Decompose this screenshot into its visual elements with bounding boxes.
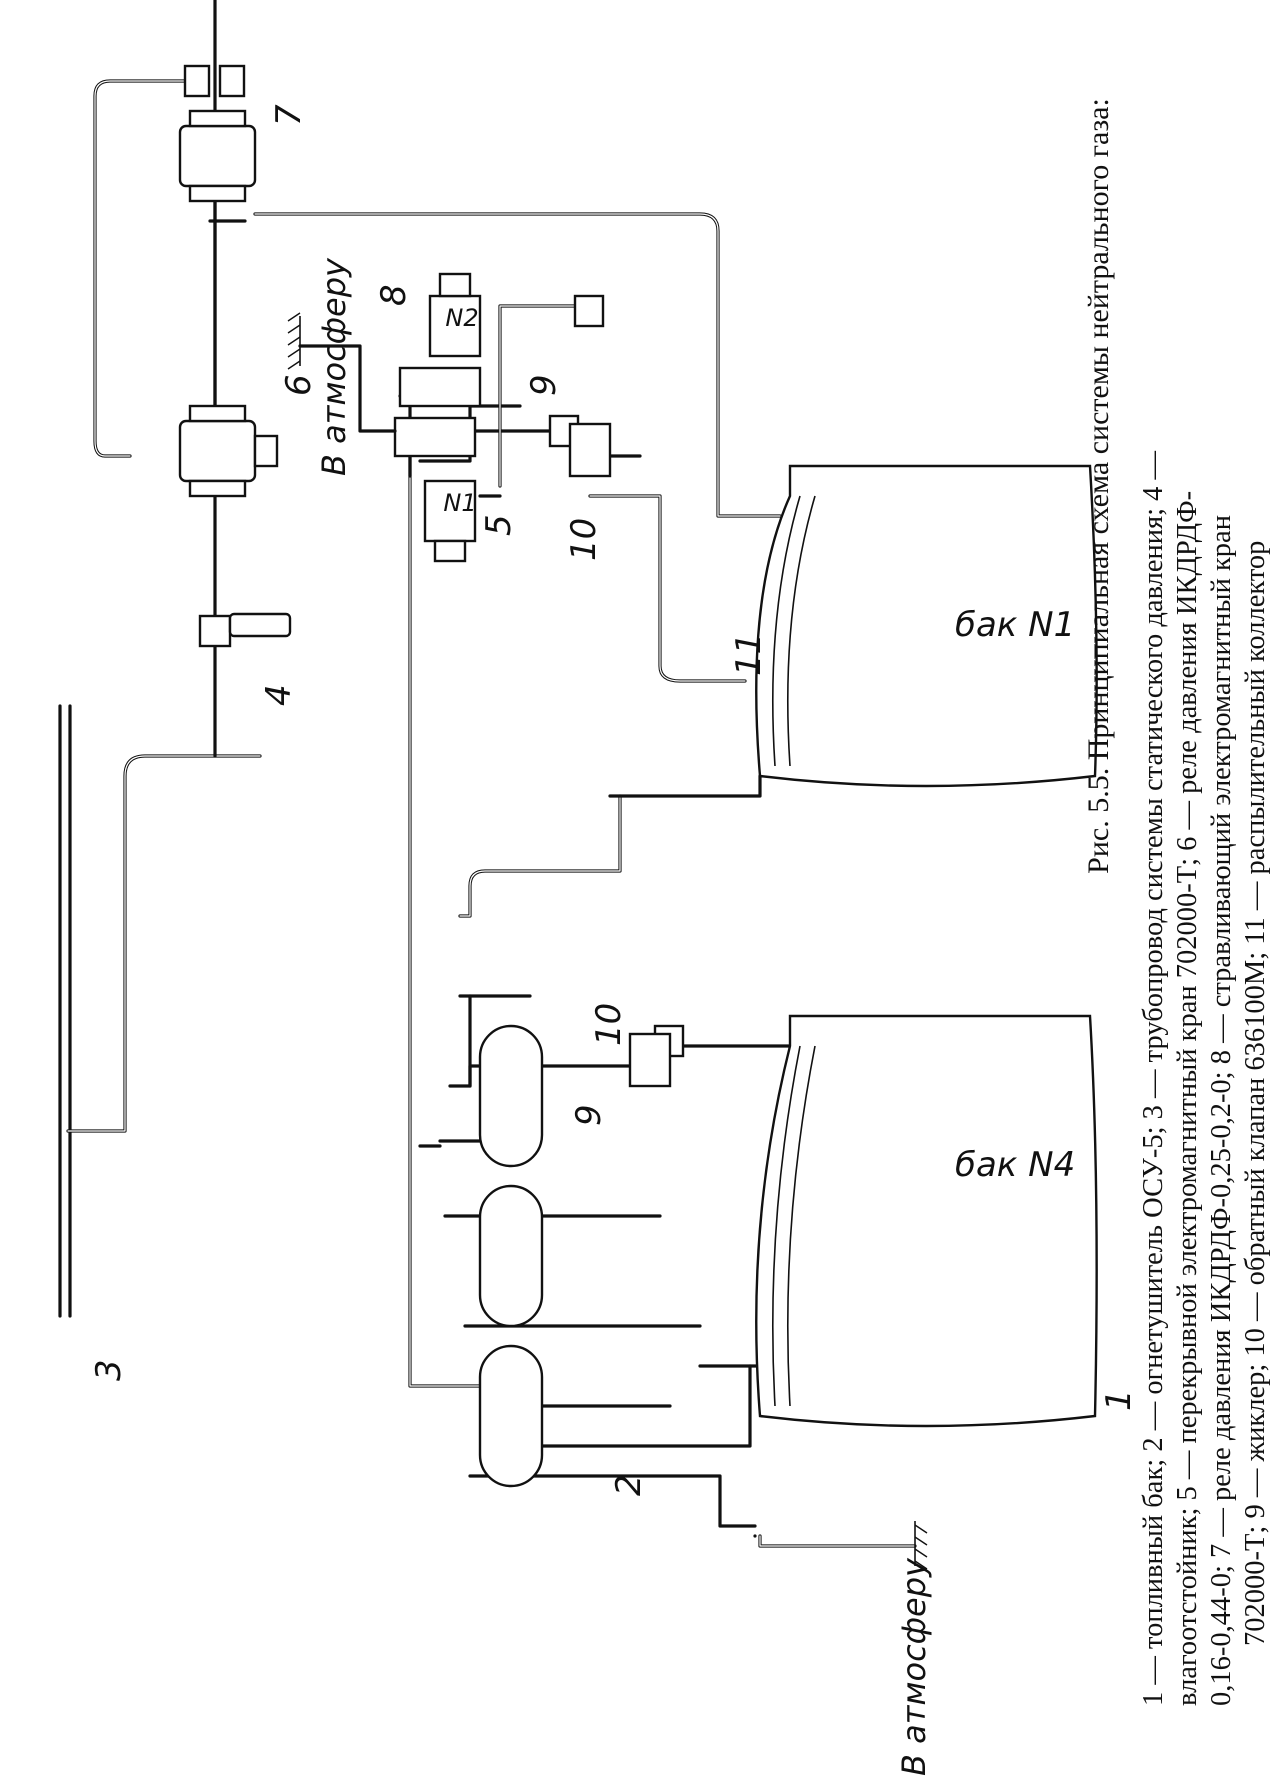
relay-7 (178, 64, 257, 203)
valve-5-tag: N1 (443, 489, 476, 517)
extinguisher-2 (478, 1184, 544, 1328)
legend-line-1: 1 — топливный бак; 2 — огнетушитель ОСУ-… (1138, 450, 1169, 1706)
jets-and-check-valves (548, 294, 685, 1088)
callout-9b: 9 (569, 1104, 609, 1126)
callout-5: 5 (479, 514, 519, 536)
legend-line-3: 0,16-0,44-0; 7 — реле давления ИКДРДФ-0,… (1206, 515, 1237, 1706)
atmosphere-vent-bottom: В атмосферу (895, 1521, 933, 1776)
atm-label-top: В атмосферу (315, 257, 353, 476)
relay-6 (178, 404, 279, 498)
callout-2: 2 (609, 1474, 649, 1496)
callout-10b: 10 (589, 1003, 629, 1046)
callout-numbers: 3 4 6 7 8 5 9 9 10 10 11 1 2 (89, 104, 1139, 1496)
extinguisher-1 (478, 1344, 544, 1488)
bleed-valve-8: N2 (398, 272, 482, 408)
atmosphere-vent-top: В атмосферу (287, 257, 397, 476)
solenoid-valve-5: N1 (393, 416, 477, 563)
extinguisher-bottles (478, 1024, 544, 1488)
callout-10a: 10 (564, 518, 604, 561)
fuel-tank-n4: бак N4 (755, 1014, 1098, 1428)
fuel-tank-n1: бак N1 (755, 464, 1098, 788)
callout-4: 4 (259, 684, 299, 706)
figure-title: Рис. 5.5. Принципиальная схема системы н… (1082, 98, 1115, 874)
tank-n1-label: бак N1 (955, 605, 1075, 645)
legend-line-4: 702000-Т; 9 — жиклер; 10 — обратный клап… (1240, 541, 1271, 1646)
moisture-trap-4 (198, 612, 292, 648)
legend-line-2: влагоотстойник; 5 — перекрывной электром… (1172, 491, 1203, 1706)
extinguisher-3 (478, 1024, 544, 1168)
valve-8-tag: N2 (445, 304, 478, 332)
atm-label-bottom: В атмосферу (895, 1557, 933, 1776)
callout-7: 7 (269, 104, 309, 126)
callout-3: 3 (89, 1359, 129, 1381)
figure-caption: Рис. 5.5. Принципиальная схема системы н… (1082, 98, 1271, 1706)
callout-11: 11 (729, 633, 769, 676)
callout-9a: 9 (524, 374, 564, 396)
tank-n4-label: бак N4 (955, 1145, 1075, 1185)
callout-6: 6 (279, 374, 319, 396)
callout-8: 8 (374, 284, 414, 306)
callout-1: 1 (1099, 1389, 1139, 1411)
